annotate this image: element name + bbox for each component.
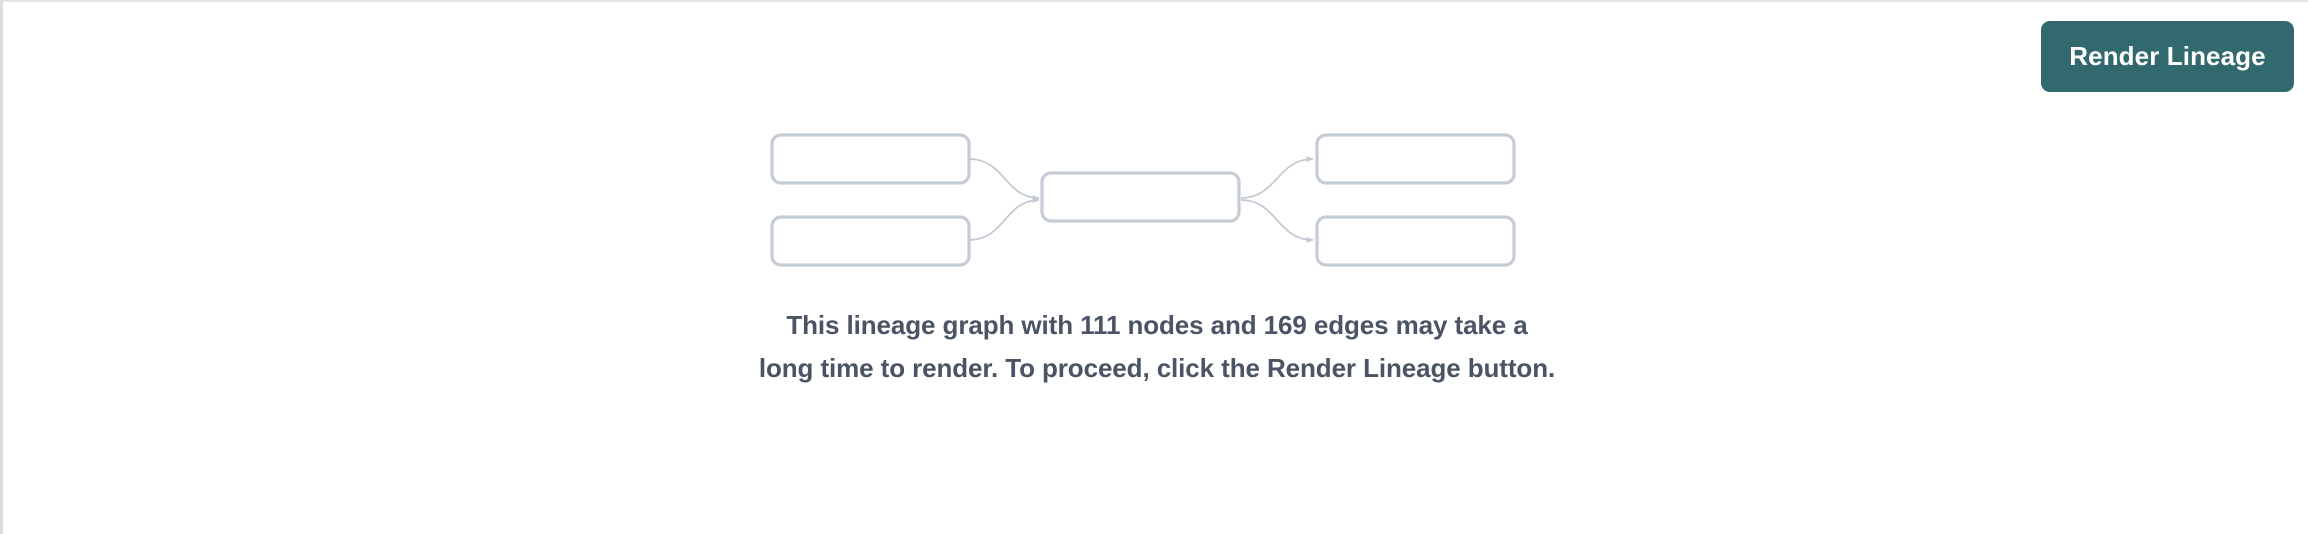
lineage-node-group	[770, 133, 1516, 267]
lineage-edge-group	[968, 156, 1314, 243]
lineage-empty-state: This lineage graph with 111 nodes and 16…	[3, 2, 2308, 534]
lineage-node-source-2	[770, 215, 971, 267]
lineage-edge-center-1-target-2	[1240, 199, 1314, 243]
lineage-node-target-2	[1315, 215, 1516, 267]
lineage-empty-message: This lineage graph with 111 nodes and 16…	[758, 310, 1556, 383]
lineage-node-source-1	[770, 133, 971, 185]
lineage-edge-source-1-center-1	[968, 158, 1040, 201]
lineage-edge-center-1-target-1	[1240, 156, 1314, 199]
lineage-edge-source-2-center-1	[968, 197, 1040, 241]
lineage-placeholder-graph	[770, 133, 1516, 267]
lineage-node-target-1	[1315, 133, 1516, 185]
lineage-node-center-1	[1040, 171, 1241, 223]
render-lineage-button[interactable]: Render Lineage	[2041, 21, 2294, 92]
